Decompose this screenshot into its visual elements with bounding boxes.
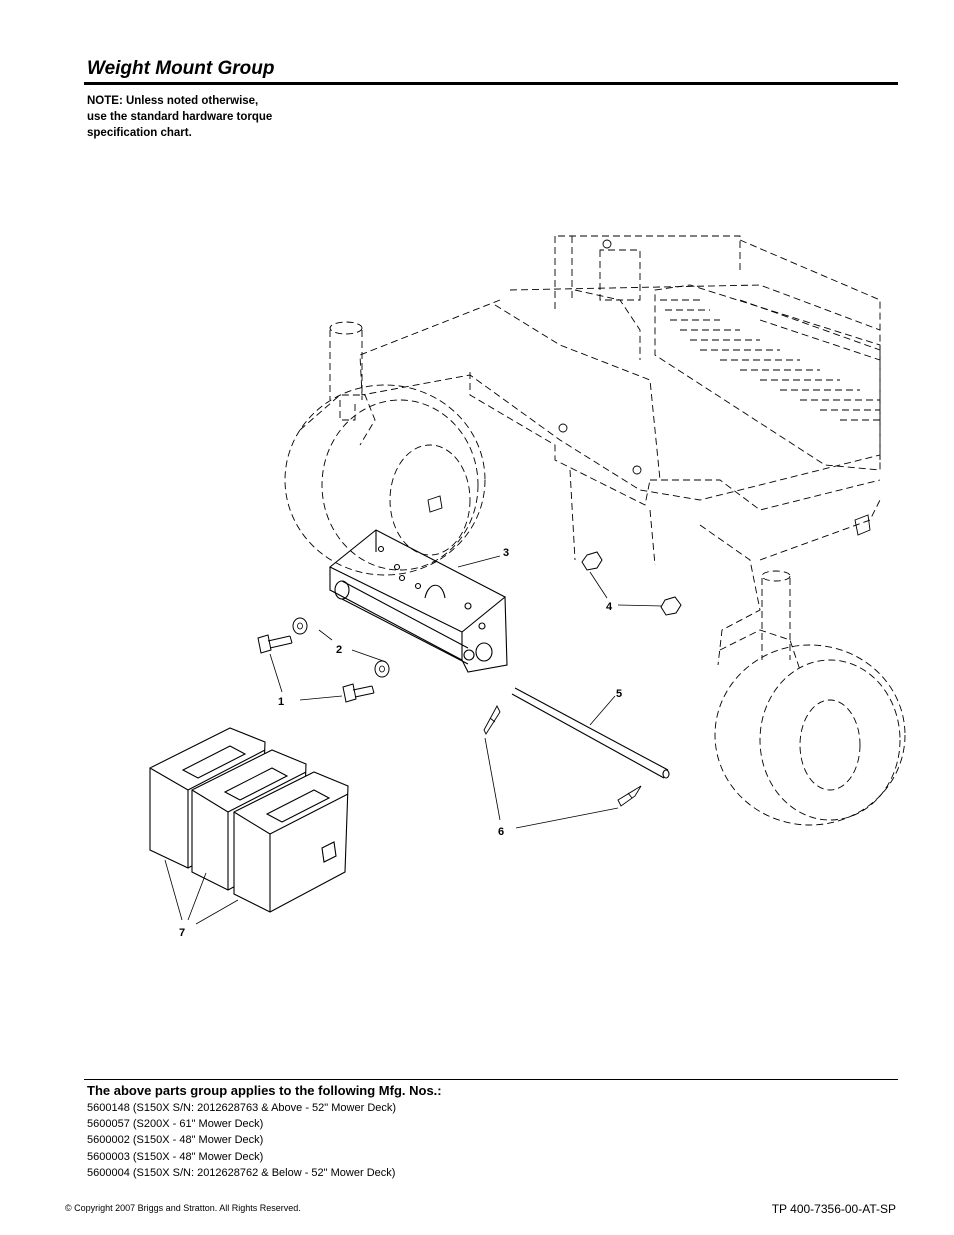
mfg-number-item: 5600148 (S150X S/N: 2012628763 & Above -…	[87, 1102, 397, 1114]
applies-heading: The above parts group applies to the fol…	[87, 1083, 442, 1098]
flat-washer	[292, 617, 308, 635]
callout-3: 3	[503, 547, 509, 559]
weight-bracket	[328, 529, 508, 673]
footer-rule	[84, 1079, 898, 1080]
frame-bolts	[427, 239, 871, 536]
note-line: specification chart.	[87, 127, 192, 139]
mfg-number-item: 5600002 (S150X - 48" Mower Deck)	[87, 1134, 264, 1147]
hairpin-clip	[617, 785, 642, 807]
note-line: use the standard hardware torque	[87, 111, 273, 123]
flat-washer-inner	[379, 665, 385, 673]
hairpin-clip	[483, 705, 501, 735]
flat-washer	[374, 660, 390, 678]
document-number: TP 400-7356-00-AT-SP	[771, 1202, 896, 1216]
callout-6: 6	[498, 826, 504, 838]
callout-1: 1	[278, 696, 284, 708]
flat-washer-inner	[297, 622, 303, 630]
copyright-notice: © Copyright 2007 Briggs and Stratton. Al…	[65, 1203, 301, 1213]
leader-lines	[164, 555, 663, 925]
hex-nut	[660, 596, 682, 616]
pin-rod	[511, 687, 670, 779]
note-line: NOTE: Unless noted otherwise,	[87, 95, 259, 107]
callout-5: 5	[616, 688, 622, 700]
mfg-number-item: 5600057 (S200X - 61" Mower Deck)	[87, 1118, 264, 1131]
callout-4: 4	[606, 601, 613, 613]
mfg-number-item: 5600003 (S150X - 48" Mower Deck)	[87, 1150, 264, 1163]
title-rule	[84, 82, 898, 85]
hex-nut	[581, 551, 603, 571]
mower-frame-phantom	[359, 235, 881, 666]
right-tire-phantom	[714, 570, 906, 826]
callout-7: 7	[179, 927, 185, 939]
page-title: Weight Mount Group	[87, 58, 275, 79]
left-tire-phantom	[284, 321, 486, 576]
mfg-number-item: 5600004 (S150X S/N: 2012628762 & Below -…	[87, 1166, 396, 1179]
hex-bolt	[342, 683, 375, 703]
hex-bolt	[257, 634, 293, 654]
callout-2: 2	[336, 644, 342, 656]
suitcase-weight	[233, 771, 349, 913]
mfg-number-list: 5600148 (S150X S/N: 2012628763 & Above -…	[87, 1100, 396, 1181]
torque-note: NOTE: Unless noted otherwise, use the st…	[87, 93, 307, 141]
